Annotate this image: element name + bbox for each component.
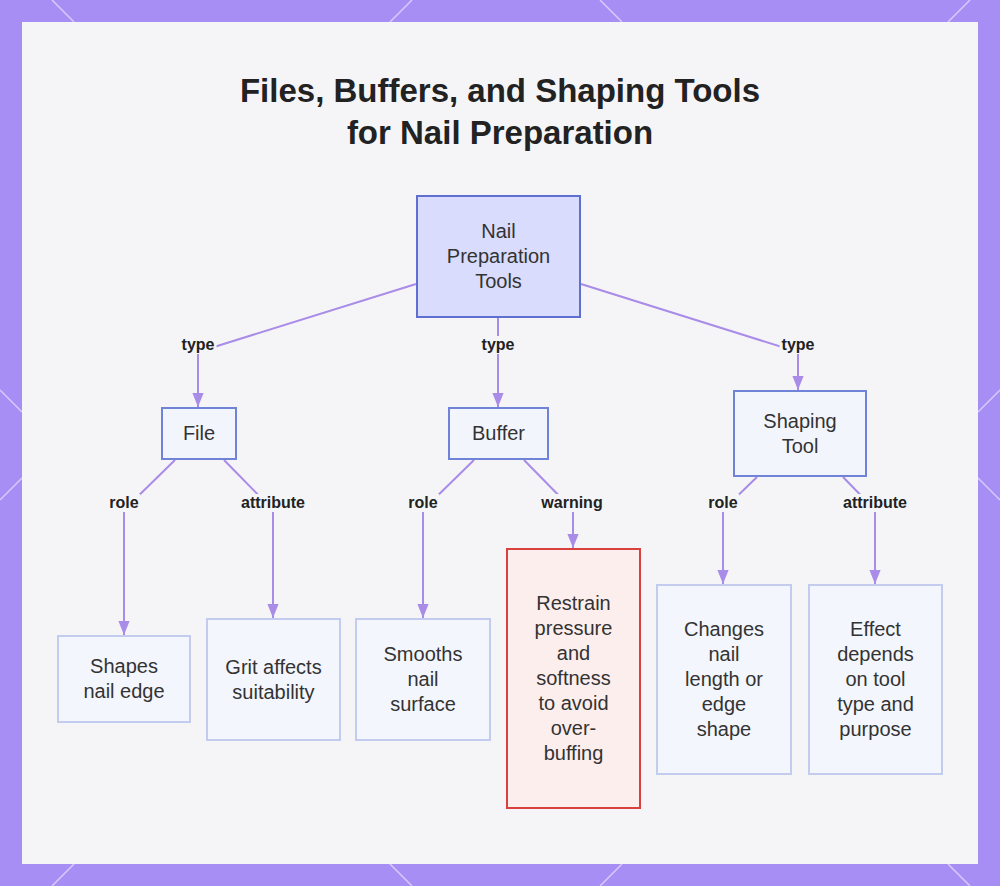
connector-line <box>497 318 499 407</box>
edge-label: type <box>480 336 517 354</box>
title-block: Files, Buffers, and Shaping Tools for Na… <box>0 70 1000 154</box>
edge-label: role <box>406 494 439 512</box>
connector-line <box>198 284 416 407</box>
warning-box: Restrain pressure and softness to avoid … <box>506 548 641 809</box>
node-label: Grit affects suitability <box>224 655 324 705</box>
type-box: Shaping Tool <box>733 390 867 477</box>
node-label: File <box>169 421 229 446</box>
detail-box: Shapes nail edge <box>57 635 191 723</box>
node-label: Nail Preparation Tools <box>439 219 559 294</box>
connector-line <box>581 284 798 390</box>
diagram-title: Files, Buffers, and Shaping Tools for Na… <box>220 70 780 154</box>
edge-label: role <box>706 494 739 512</box>
node-label: Shapes nail edge <box>74 654 174 704</box>
edge-label: attribute <box>239 494 307 512</box>
edge-label: type <box>180 336 217 354</box>
type-box: File <box>161 407 237 460</box>
node-label: Smooths nail surface <box>373 642 473 717</box>
detail-box: Grit affects suitability <box>206 618 341 741</box>
connector-line <box>423 460 474 618</box>
detail-box: Effect depends on tool type and purpose <box>808 584 943 775</box>
root-box: Nail Preparation Tools <box>416 195 581 318</box>
edge-label: warning <box>539 494 604 512</box>
node-label: Changes nail length or edge shape <box>679 617 769 742</box>
edge-label: attribute <box>841 494 909 512</box>
node-label: Buffer <box>459 421 539 446</box>
edge-label: role <box>107 494 140 512</box>
edge-label: type <box>780 336 817 354</box>
node-label: Restrain pressure and softness to avoid … <box>529 591 619 766</box>
type-box: Buffer <box>448 407 549 460</box>
node-label: Shaping Tool <box>760 409 840 459</box>
connector-line <box>124 460 175 635</box>
connector-line <box>224 460 273 618</box>
node-label: Effect depends on tool type and purpose <box>831 617 921 742</box>
detail-box: Changes nail length or edge shape <box>656 584 792 775</box>
detail-box: Smooths nail surface <box>355 618 491 741</box>
